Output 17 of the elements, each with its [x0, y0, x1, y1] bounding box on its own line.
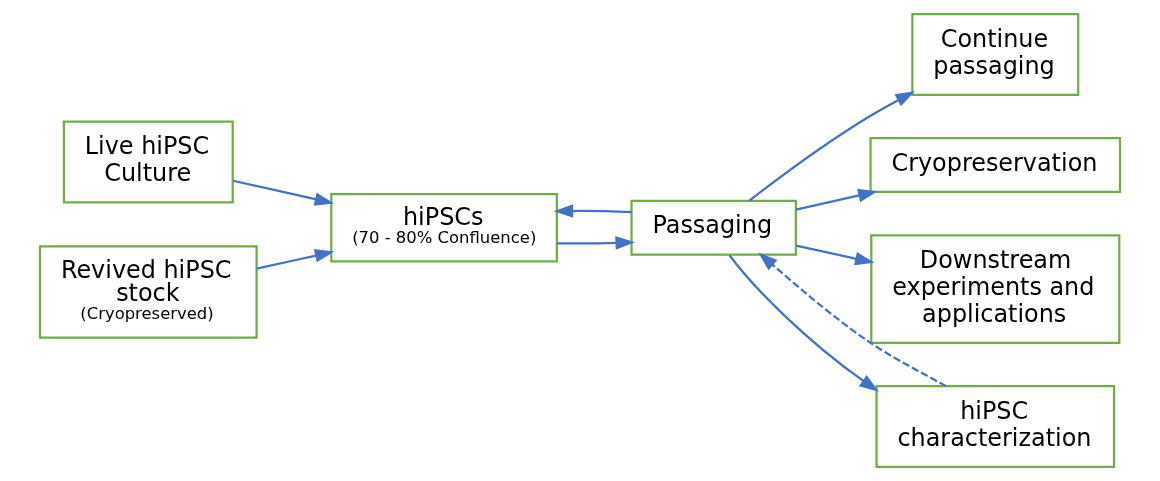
arrow: [232, 179, 335, 206]
arrow: [748, 91, 915, 202]
arrow: [728, 254, 879, 392]
arrow: [795, 188, 878, 211]
node-box: Cryopreservation: [869, 137, 1122, 194]
node-box: Continue passaging: [911, 13, 1080, 96]
node-box: hiPSCs (70 - 80% Confluence): [330, 193, 558, 263]
arrow: [795, 244, 875, 266]
node-box: Passaging: [630, 199, 797, 256]
node-box: Downstream experiments and applications: [870, 234, 1121, 344]
node-box: Revived hiPSC stock (Cryopreserved): [38, 245, 258, 339]
arrow: [553, 204, 632, 218]
node-box: hiPSC characterization: [875, 385, 1116, 468]
node-box: Live hiPSC Culture: [62, 120, 234, 204]
arrow: [557, 236, 635, 250]
arrow: [758, 252, 947, 388]
arrow: [256, 249, 335, 270]
